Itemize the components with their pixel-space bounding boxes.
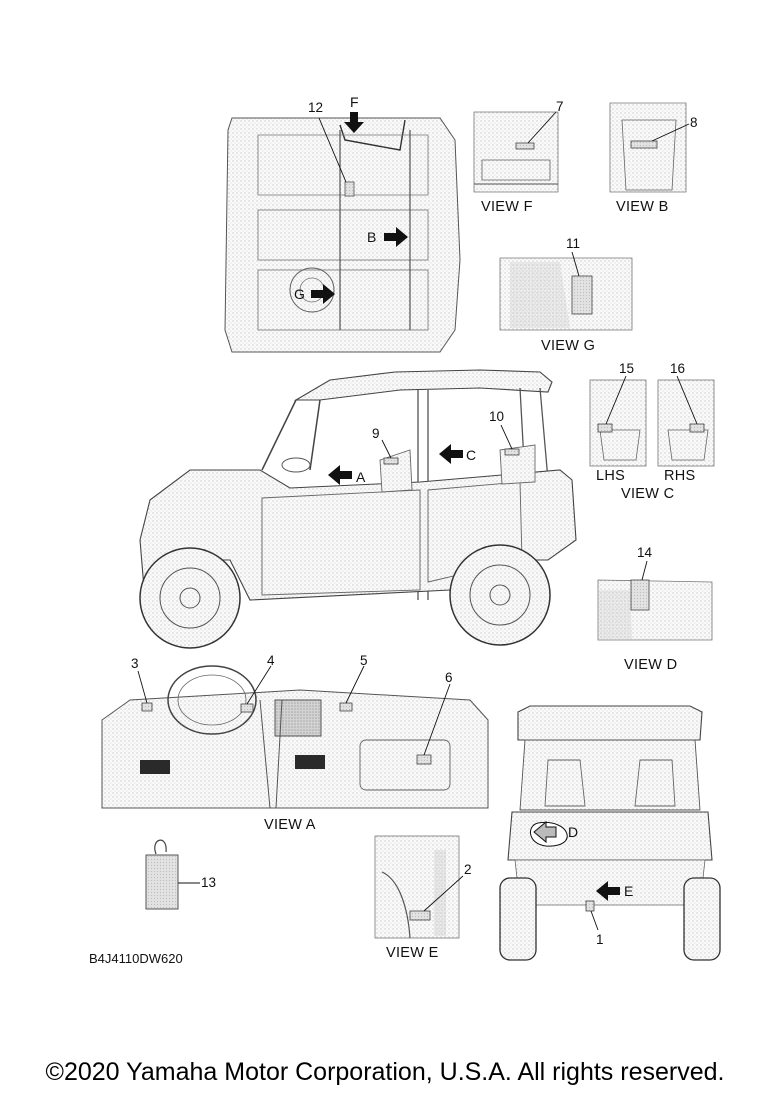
callout-12: 12 xyxy=(308,100,324,115)
view-f-drawing xyxy=(473,111,559,193)
arrow-letter-f: F xyxy=(350,94,359,110)
callout-6: 6 xyxy=(445,670,453,685)
callout-3: 3 xyxy=(131,656,139,671)
leader-12 xyxy=(318,117,347,183)
arrow-letter-c: C xyxy=(466,447,477,463)
arrow-g xyxy=(311,284,335,304)
callout-7: 7 xyxy=(556,99,564,114)
callout-5: 5 xyxy=(360,653,368,668)
callout-10: 10 xyxy=(489,409,505,424)
caption-view-d: VIEW D xyxy=(624,657,678,673)
callout-15: 15 xyxy=(619,361,635,376)
caption-view-f: VIEW F xyxy=(481,199,533,215)
caption-lhs: LHS xyxy=(596,468,626,484)
callout-14: 14 xyxy=(637,545,653,560)
caption-view-e: VIEW E xyxy=(386,945,439,961)
caption-view-c: VIEW C xyxy=(621,486,675,502)
arrow-e xyxy=(596,881,620,901)
callout-9: 9 xyxy=(372,426,380,441)
copyright-notice: ©2020 Yamaha Motor Corporation, U.S.A. A… xyxy=(45,1058,725,1086)
arrow-letter-e: E xyxy=(624,883,634,899)
arrow-f xyxy=(344,112,364,133)
callout-1: 1 xyxy=(596,932,604,947)
caption-view-a: VIEW A xyxy=(264,817,316,833)
view-c-drawing xyxy=(589,375,715,467)
callout-8: 8 xyxy=(690,115,698,130)
arrow-c xyxy=(439,444,463,464)
part-code: B4J4110DW620 xyxy=(89,951,183,966)
arrow-b xyxy=(384,227,408,247)
top-view-drawing xyxy=(224,117,461,353)
arrow-a xyxy=(328,465,352,485)
view-g-drawing xyxy=(499,251,633,331)
arrow-letter-d: D xyxy=(568,824,579,840)
item-13-tag xyxy=(145,839,200,910)
view-b-drawing xyxy=(609,102,690,193)
callout-2: 2 xyxy=(464,862,472,877)
arrow-letter-g: G xyxy=(294,286,305,302)
arrow-d xyxy=(533,820,557,844)
view-e-drawing xyxy=(374,835,464,939)
caption-view-b: VIEW B xyxy=(616,199,669,215)
view-a-drawing xyxy=(101,665,489,809)
vehicle-side-view xyxy=(139,369,577,649)
vehicle-rear-view xyxy=(499,705,721,961)
callout-13: 13 xyxy=(201,875,217,890)
caption-view-g: VIEW G xyxy=(541,338,596,354)
callout-16: 16 xyxy=(670,361,686,376)
callout-11: 11 xyxy=(566,236,581,251)
caption-rhs: RHS xyxy=(664,468,696,484)
arrow-letter-b: B xyxy=(367,229,377,245)
callout-4: 4 xyxy=(267,653,275,668)
view-d-drawing xyxy=(597,560,713,641)
arrow-letter-a: A xyxy=(356,469,366,485)
